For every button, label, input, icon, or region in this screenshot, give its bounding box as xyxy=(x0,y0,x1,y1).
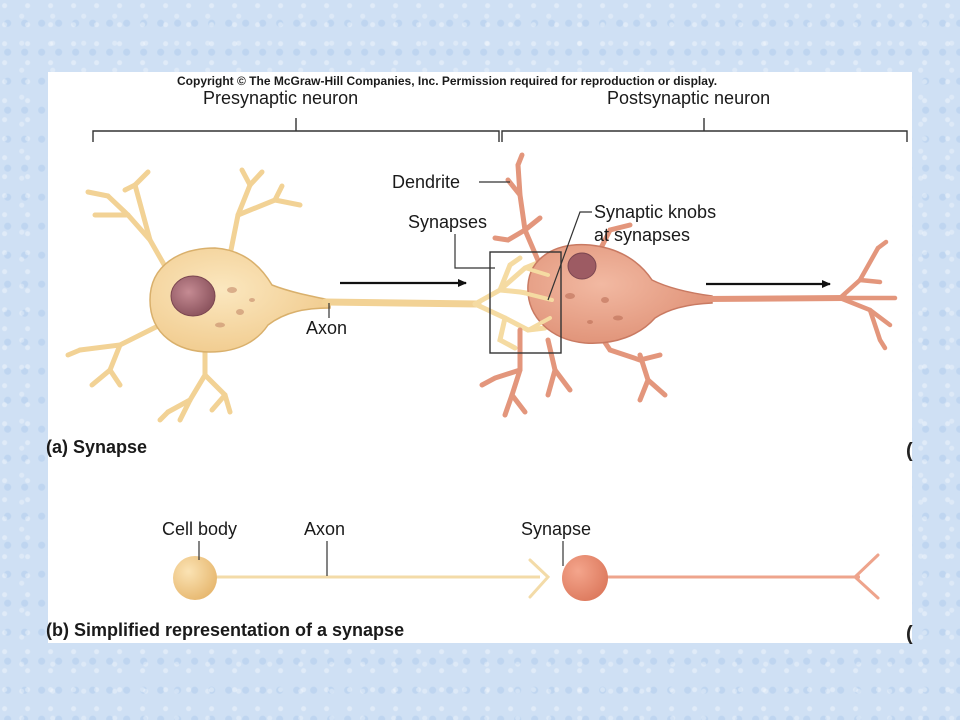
simplified-pre-cell-body xyxy=(173,556,217,600)
leader-lines xyxy=(328,181,592,318)
postsynaptic-nucleus xyxy=(567,252,597,280)
postsynaptic-organelles xyxy=(565,293,623,324)
postsynaptic-axon xyxy=(702,295,848,302)
dendrite-label: Dendrite xyxy=(392,172,461,192)
caption-b: (b) Simplified representation of a synap… xyxy=(46,620,405,640)
synaptic-knobs-label-line1: Synaptic knobs xyxy=(594,202,717,222)
simplified-pre-terminal xyxy=(528,558,551,599)
postsynaptic-neuron-label: Postsynaptic neuron xyxy=(607,88,771,108)
caption-a: (a) Synapse xyxy=(46,437,148,457)
synaptic-knobs xyxy=(518,266,554,332)
presynaptic-bracket xyxy=(92,118,500,142)
cropped-glyph: ( xyxy=(906,440,913,462)
knobs-leader xyxy=(547,211,592,301)
axon-label-a: Axon xyxy=(306,318,348,338)
presynaptic-organelles xyxy=(215,287,255,328)
presynaptic-dendrites xyxy=(65,167,303,423)
cell-body-label: Cell body xyxy=(162,519,238,539)
copyright-notice: Copyright © The McGraw-Hill Companies, I… xyxy=(177,74,718,88)
synaptic-knobs-label-line2: at synapses xyxy=(594,225,691,245)
presynaptic-neuron xyxy=(65,167,548,423)
presynaptic-nucleus xyxy=(170,275,216,317)
presynaptic-axon xyxy=(321,298,482,308)
postsynaptic-axon-terminals xyxy=(837,239,898,351)
postsynaptic-bracket xyxy=(501,118,908,142)
presynaptic-neuron-label: Presynaptic neuron xyxy=(203,88,359,108)
postsynaptic-cell-body xyxy=(527,243,713,344)
synapse-highlight-box xyxy=(489,251,562,354)
synapses-label: Synapses xyxy=(408,212,488,232)
simplified-diagram xyxy=(173,541,880,601)
cropped-glyph: ( xyxy=(906,623,913,645)
figure-panel xyxy=(48,72,912,643)
axon-label-b: Axon xyxy=(304,519,346,539)
postsynaptic-neuron xyxy=(479,152,898,418)
simplified-post-cell-body xyxy=(562,555,608,601)
synapses-leader xyxy=(454,234,495,269)
synapse-label: Synapse xyxy=(521,519,592,539)
simplified-post-terminal xyxy=(852,553,880,600)
